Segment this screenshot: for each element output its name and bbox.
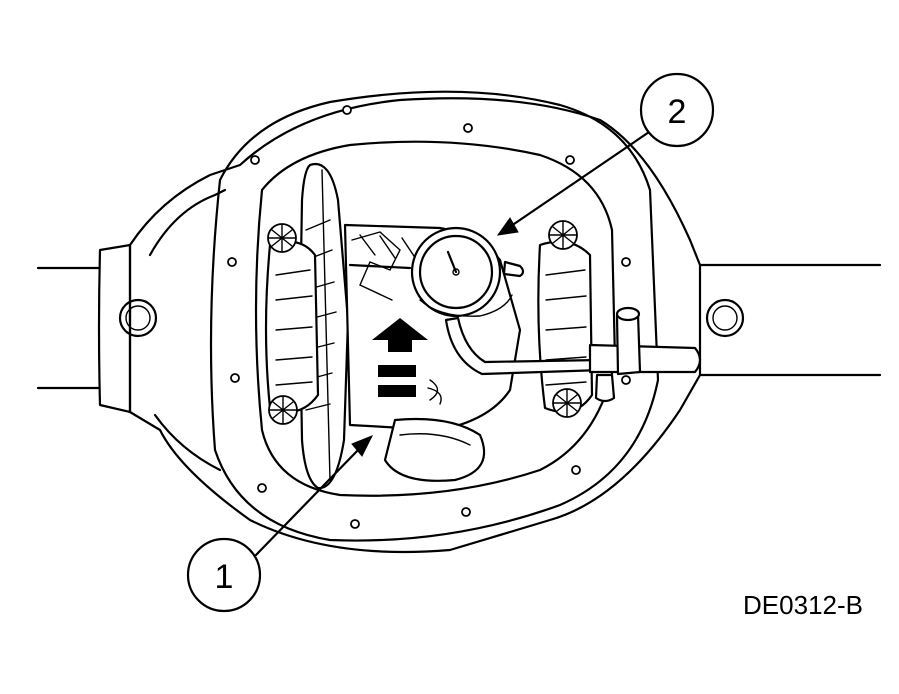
left-bearing-cap <box>264 223 320 425</box>
axle-housing-outline <box>128 97 702 554</box>
cover-flange-outer <box>209 90 660 542</box>
housing-rib-left <box>148 188 227 472</box>
push-direction-arrow <box>372 318 442 405</box>
dial-indicator-holder <box>444 306 702 403</box>
callout-1: 1 <box>186 537 262 613</box>
flange-bolt-holes <box>227 105 631 529</box>
callout-1-arrowhead <box>351 435 374 457</box>
cover-flange-inner <box>254 140 617 497</box>
ring-gear <box>298 162 350 490</box>
right-bearing-cap <box>537 220 594 418</box>
callout-1-label: 1 <box>215 558 234 596</box>
callout-2: 2 <box>639 72 715 148</box>
callout-2-label: 2 <box>668 93 687 131</box>
figure-id-label: DE0312-B <box>743 590 863 620</box>
callout-2-arrowhead <box>496 217 519 236</box>
callout-2-leader <box>512 128 654 226</box>
right-axle-tube <box>698 263 882 377</box>
left-axle-tube <box>36 243 158 414</box>
dial-indicator <box>348 226 525 318</box>
callout-1-leader <box>254 446 362 557</box>
